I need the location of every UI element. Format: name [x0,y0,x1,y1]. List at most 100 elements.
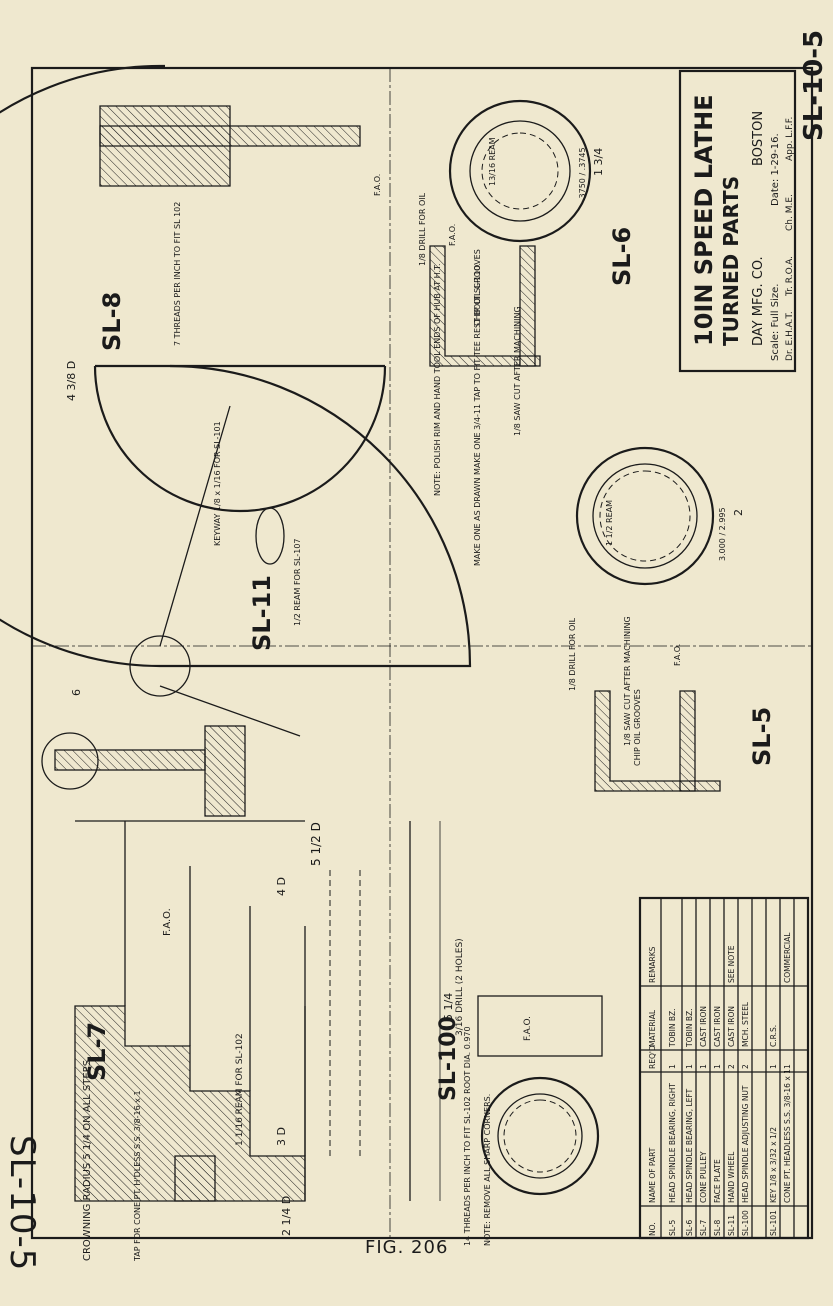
view-sl6: SL-6 1/8 DRILL FOR OIL CHIP OIL GROOVES … [418,99,636,436]
parts-list-cell: 2 [727,1064,736,1069]
sl5-section-bottom [679,690,696,792]
sl5-len: 2 [732,509,745,516]
sl7-fao: F.A.O. [162,908,173,936]
view-sl8: SL-8 7 THREADS PER INCH TO FIT SL 102 F.… [65,105,387,513]
sl11-handle-hole [255,507,285,565]
view-sl5: SL-5 1/8 DRILL FOR OIL CHIP OIL GROOVES … [568,446,776,792]
figure-caption: FIG. 206 [365,1237,449,1258]
sl100-label: SL-100 [436,1016,461,1101]
parts-list-cell: KEY 1/8 x 3/32 x 1/2 [769,1127,778,1203]
sl11-make-note: MAKE ONE AS DRAWN MAKE ONE 3/4-11 TAP TO… [473,263,482,566]
sl6-label: SL-6 [608,227,636,286]
parts-list-cell: 1 [685,1064,694,1069]
view-sl11: SL-11 KEYWAY 1/8 x 1/16 FOR SL-101 1/2 R… [0,64,482,817]
title-block: 10IN SPEED LATHE TURNED PARTS DAY MFG. C… [678,30,829,373]
sl5-label: SL-5 [748,707,776,766]
sl8-threads: 7 THREADS PER INCH TO FIT SL 102 [173,202,182,346]
sl7-crown-note: CROWNING RADIUS 5 1/4 ON ALL STEPS [82,1060,93,1261]
parts-list-cell: SL-100 [741,1210,750,1236]
parts-list-cell: 1 [783,1064,792,1069]
title-city: BOSTON [751,111,766,166]
sl6-fao: F.A.O. [448,224,457,246]
title-traced: Tr. R.O.A. [785,256,795,297]
parts-list-cell: TOBIN BZ. [685,1008,694,1048]
title-line2: TURNED PARTS [719,176,743,346]
view-sl100: SL-100 3/16 DRILL (2 HOLES) F.A.O. 14 TH… [436,938,603,1246]
sl6-ream: 13/16 REAM [488,137,497,186]
title-company: DAY MFG. CO. [751,256,766,346]
parts-list-cell: TOBIN BZ. [668,1008,677,1048]
sl5-fao: F.A.O. [673,644,682,666]
parts-list-header: MATERIAL [648,1009,657,1047]
parts-list-cell: SEE NOTE [727,945,736,983]
sl5-section-top [594,690,721,792]
title-checked: Ch. M.E. [785,194,795,231]
sl8-fao: F.A.O. [373,174,382,196]
sl8-plate-section [99,125,361,147]
title-drawn: Dr. E.H.A.T. [785,311,795,361]
sl6-section-bottom [519,245,536,367]
parts-list-cell: CAST IRON [713,1006,722,1047]
sl100-side [477,995,603,1057]
sl7-label: SL-7 [83,1022,111,1081]
view-sl7: CROWNING RADIUS 5 1/4 ON ALL STEPS TAP F… [74,820,455,1262]
sl11-keyway: KEYWAY 1/8 x 1/16 FOR SL-101 [213,421,222,546]
sl11-note: NOTE: POLISH RIM AND HAND TOOL ENDS OF H… [433,263,442,496]
sl11-hub [129,635,191,697]
sl7-tap-note: TAP FOR CONE PT. H'DLESS S.S. 3/8-16 x 1 [133,1090,142,1262]
sl8-dia: 4 3/8 D [65,361,78,401]
sl7-ream: 1 1/16 REAM FOR SL-102 [235,1033,245,1146]
sheet-code-top: SL-10-5 [799,30,829,141]
sl5-ream: 1 1/2 REAM [605,500,614,546]
sl5-saw: 1/8 SAW CUT AFTER MACHINING [623,616,632,746]
parts-list-cell: FACE PLATE [713,1159,722,1203]
sl5-dims: 3.000 / 2.995 [718,507,727,561]
parts-list-cell: SL-7 [699,1219,708,1236]
sl11-dia: 6 [70,689,83,696]
parts-list-cell: CONE PULLEY [699,1151,708,1203]
parts-list-cell: HEAD SPINDLE BEARING, RIGHT [668,1083,677,1203]
sl7-hub-section [174,1155,216,1202]
sl5-drill: 1/8 DRILL FOR OIL [568,617,577,691]
parts-list-cell: MCH. STEEL [741,1001,750,1047]
parts-list-header: REQ'D [648,1045,657,1069]
parts-list-cell: HAND WHEEL [727,1151,736,1203]
sl6-len: 1 3/4 [592,148,605,176]
sl11-rim-section [41,732,99,790]
parts-list-cell: 1 [769,1064,778,1069]
parts-list-header: REMARKS [648,946,657,983]
sl100-drill: 3/16 DRILL (2 HOLES) [455,938,465,1036]
sl8-label: SL-8 [98,292,126,351]
title-line1: 10IN SPEED LATHE [690,94,718,346]
parts-list-cell: C.R.S. [769,1025,778,1047]
sl6-drill: 1/8 DRILL FOR OIL [418,192,427,266]
parts-list-cell: 2 [741,1064,750,1069]
parts-list-cell: SL-101 [769,1210,778,1236]
sl7-overall: 5 1/4 [442,993,455,1021]
sl11-arm-section [54,749,206,771]
title-date: Date: 1-29-16. [770,133,781,206]
sl11-rim [0,64,165,668]
parts-list-cell: SL-8 [713,1219,722,1236]
sl6-flange [448,99,592,243]
parts-list-cell: SL-11 [727,1215,736,1236]
parts-list-header: NO. [648,1222,657,1236]
sl8-plate [93,365,387,513]
parts-list-cell: COMMERCIAL [783,932,792,983]
title-approved: App. L.F.F. [785,117,795,161]
parts-list-cell: HEAD SPINDLE ADJUSTING NUT [741,1085,750,1203]
sl6-saw: 1/8 SAW CUT AFTER MACHINING [513,306,522,436]
parts-list-cell: 1 [713,1064,722,1069]
sl100-outer [480,1076,600,1196]
sl6-dims: .3750 / .3745 [578,147,587,201]
sl7-dia-step1: 4 D [275,877,288,896]
parts-list-cell: SL-6 [685,1219,694,1236]
parts-list-table [638,896,810,1240]
sl7-dia-outer: 5 1/2 D [309,822,323,866]
parts-list-cell: CAST IRON [727,1006,736,1047]
sl11-label: SL-11 [248,575,276,651]
title-scale: Scale: Full Size. [770,284,781,361]
sl100-remove-note: NOTE: REMOVE ALL SHARP CORNERS. [483,1094,492,1246]
